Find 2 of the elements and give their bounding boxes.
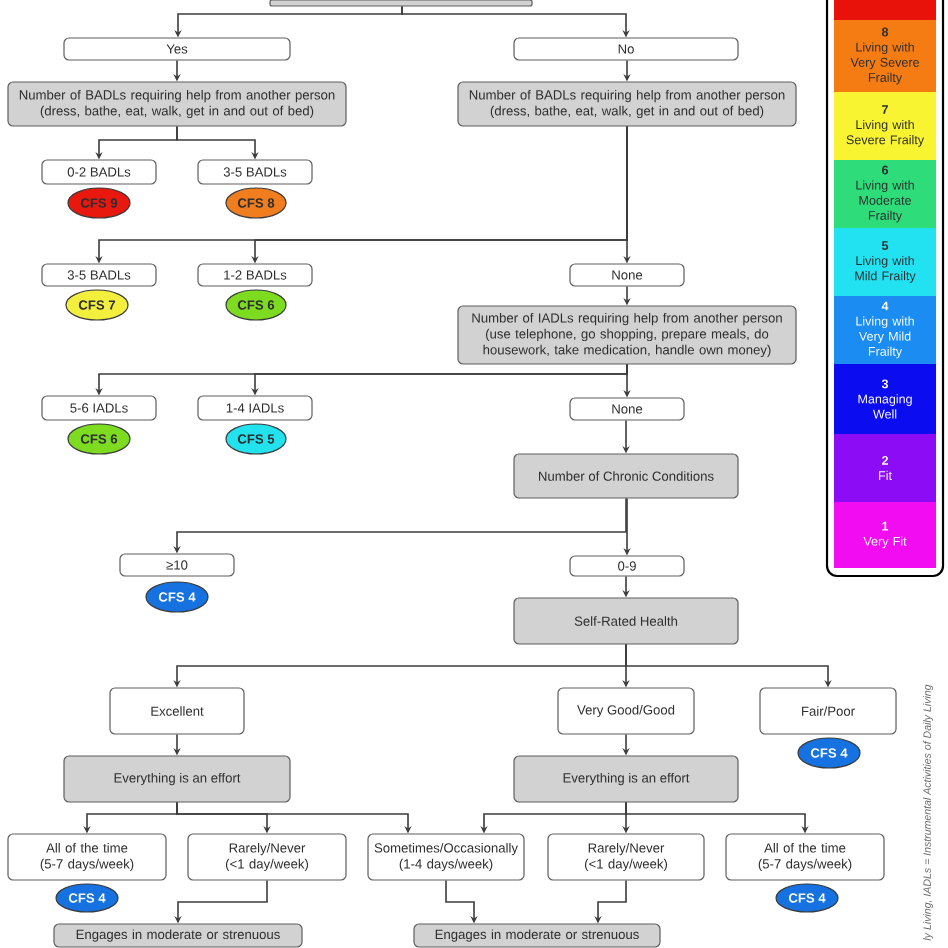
- question-box: [269, 0, 533, 7]
- scale-band: [834, 0, 936, 20]
